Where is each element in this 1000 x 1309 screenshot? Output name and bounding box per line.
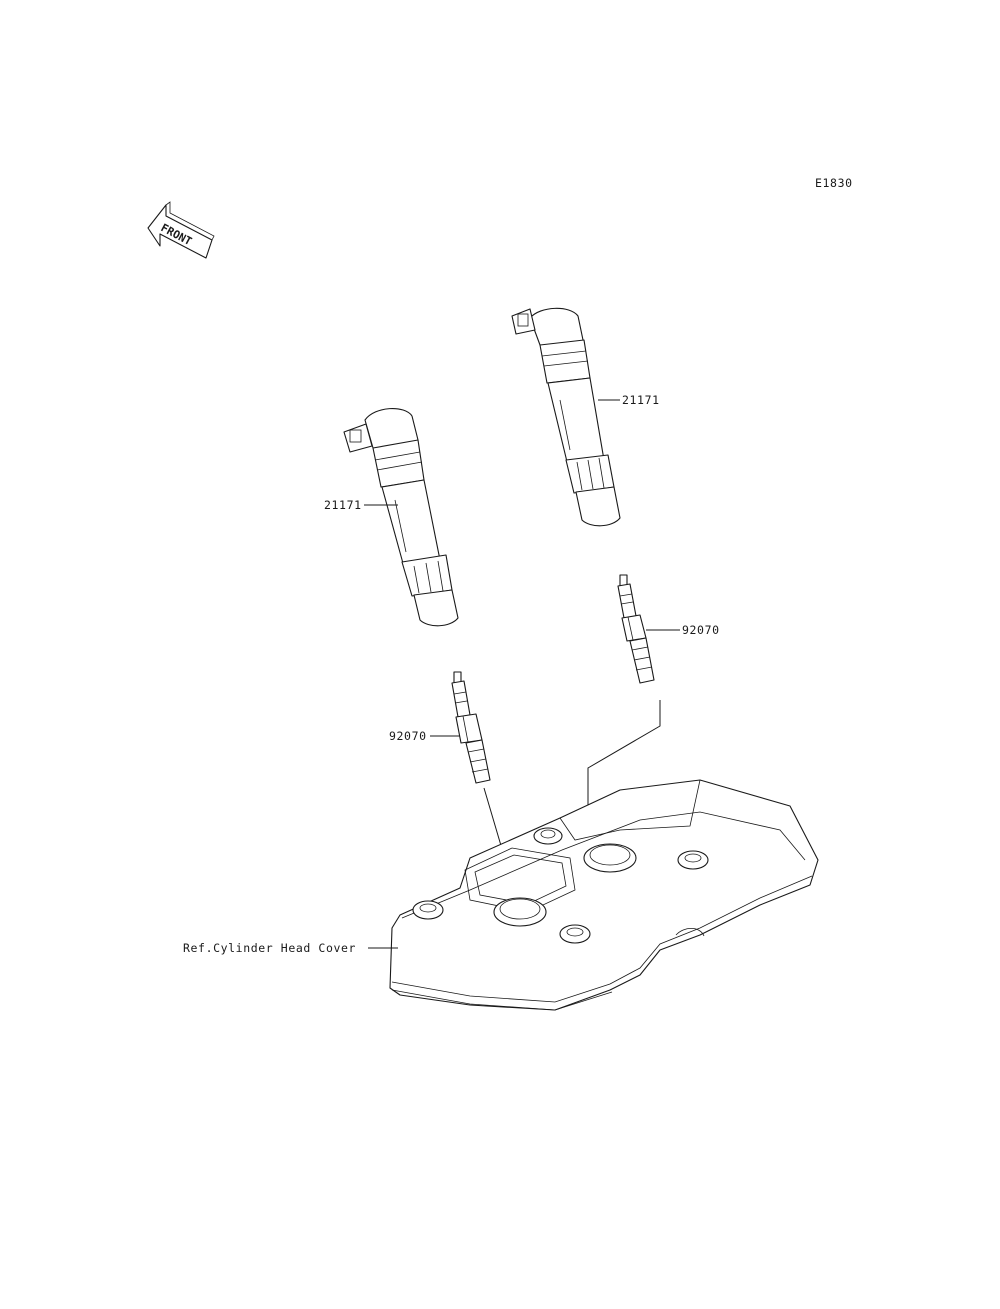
- diagram-code: E1830: [815, 176, 853, 190]
- callout-coil-right: 21171: [622, 393, 660, 407]
- callout-coil-left: 21171: [324, 498, 362, 512]
- callout-plug-right: 92070: [682, 623, 720, 637]
- callout-plug-left: 92070: [389, 729, 427, 743]
- front-arrow-icon: FRONT: [147, 201, 215, 259]
- cylinder-head-cover[interactable]: [389, 779, 819, 1011]
- ignition-coil-right[interactable]: [511, 307, 621, 527]
- spark-plug-left[interactable]: [451, 671, 491, 784]
- install-line-right: [587, 700, 661, 840]
- callout-head-cover: Ref.Cylinder Head Cover: [183, 941, 356, 955]
- spark-plug-right[interactable]: [617, 574, 655, 684]
- ignition-coil-left[interactable]: [343, 408, 459, 627]
